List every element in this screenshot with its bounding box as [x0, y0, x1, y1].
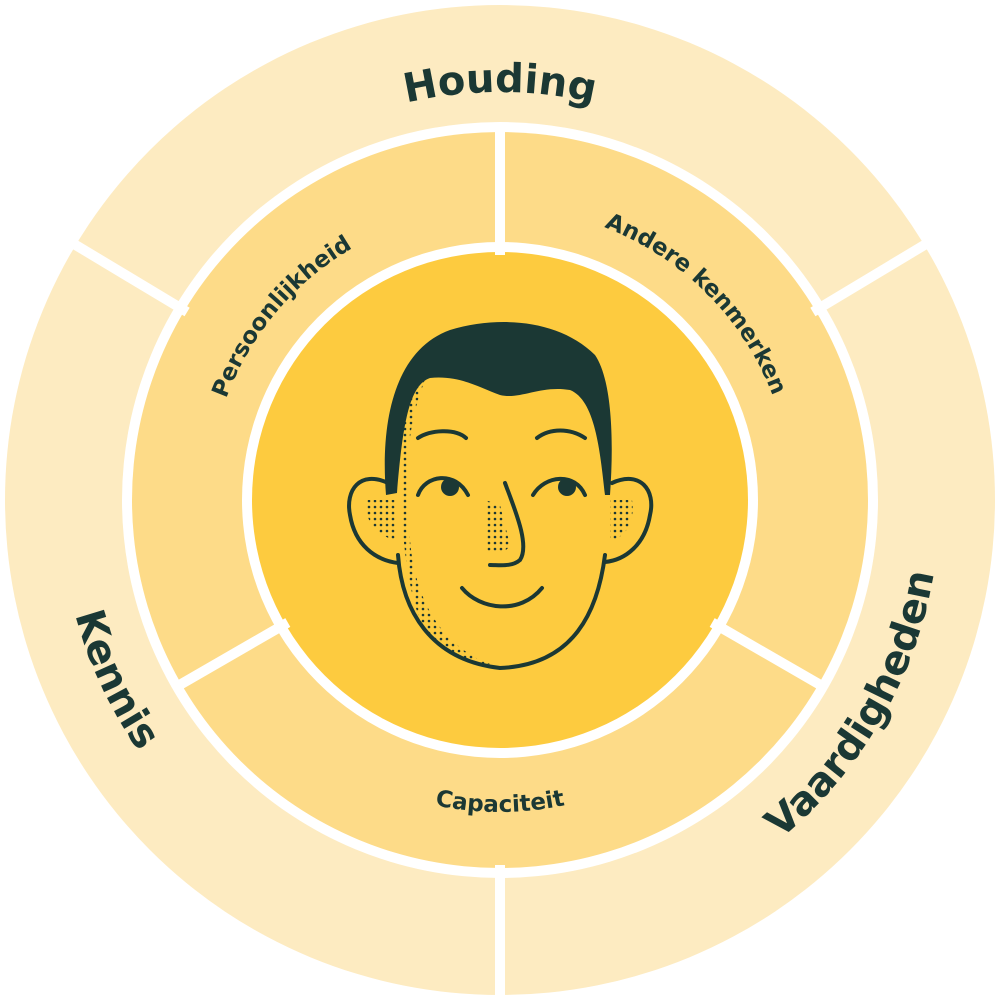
person-face-icon — [347, 322, 654, 671]
inner-circle — [252, 252, 748, 748]
dividers — [64, 128, 936, 1000]
middle-divider-1 — [709, 618, 825, 691]
mouth — [460, 586, 544, 609]
left-eye — [441, 478, 459, 496]
left-eyelid — [416, 476, 470, 497]
outer-divider-0 — [64, 235, 190, 317]
hair — [384, 322, 612, 495]
outer-divider-1 — [810, 235, 936, 317]
nose — [488, 481, 526, 568]
right-eyebrow — [535, 428, 587, 440]
left-ear — [347, 476, 400, 565]
right-ear — [603, 476, 654, 564]
left-eyebrow — [416, 429, 468, 440]
right-eyelid — [531, 476, 587, 497]
middle-divider-2 — [175, 618, 291, 691]
right-eye — [558, 478, 576, 496]
